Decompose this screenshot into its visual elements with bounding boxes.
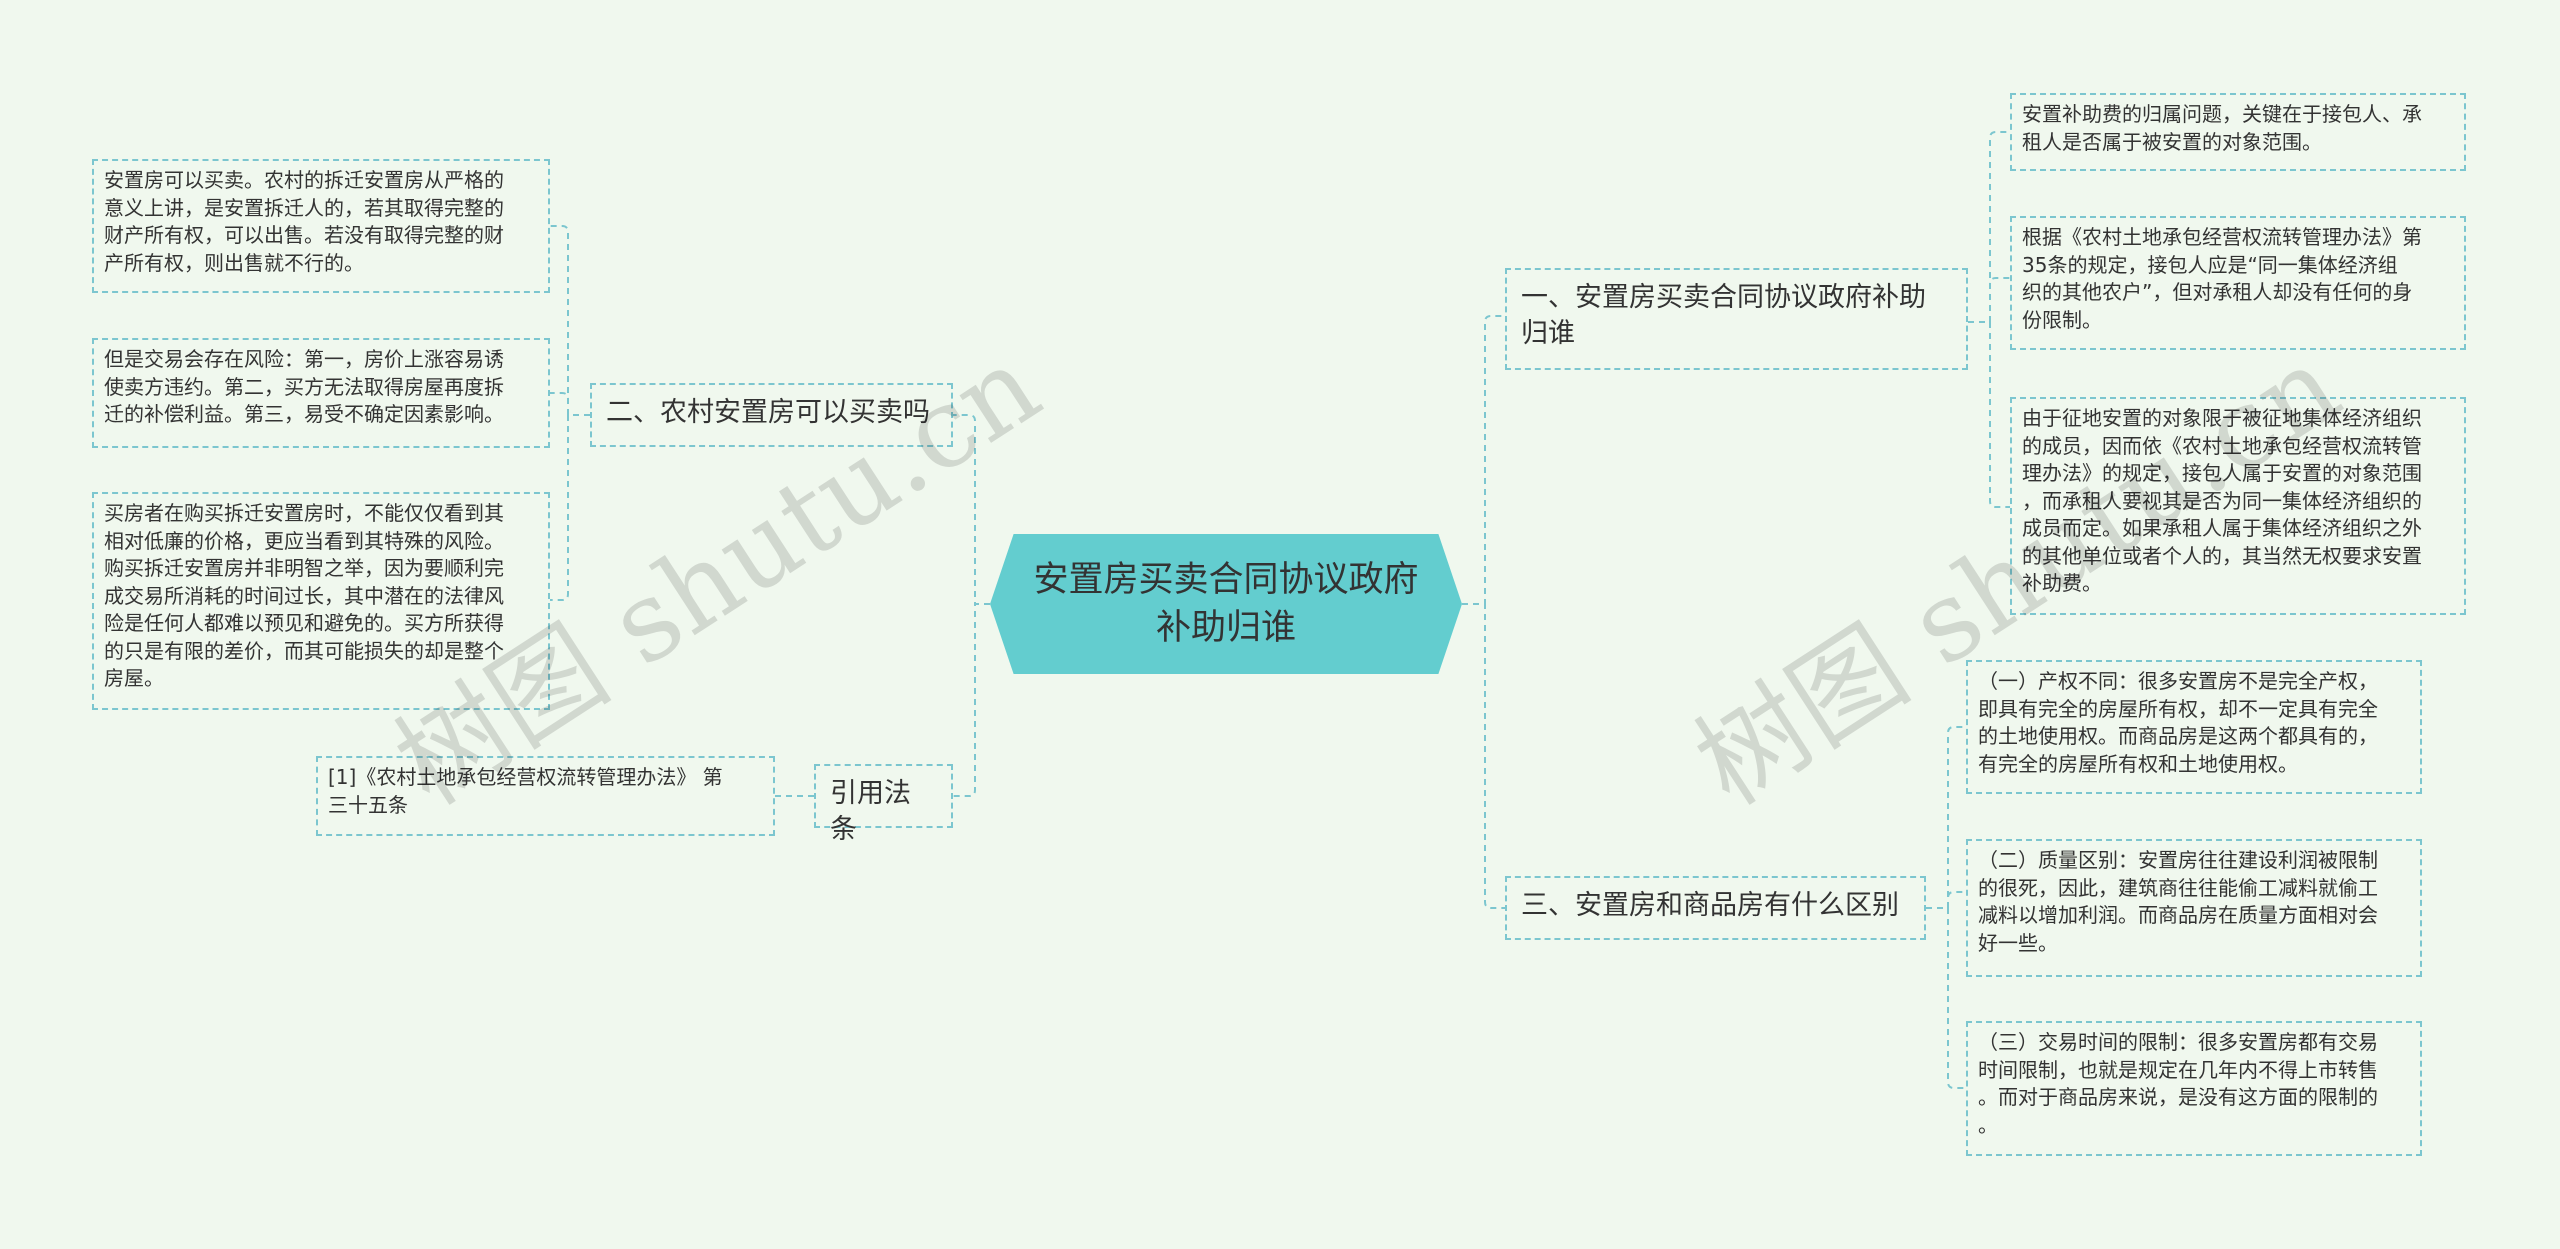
- link-b2-l1: [550, 225, 590, 416]
- link-root-b3: [1462, 603, 1505, 909]
- link-root-b1: [1462, 315, 1505, 605]
- branch-cited-law[interactable]: 引用法条: [814, 764, 953, 845]
- link-root-b4: [953, 603, 990, 797]
- leaf-property-rights[interactable]: （一）产权不同：很多安置房不是完全产权， 即具有完全的房屋所有权，却不一定具有完…: [1966, 660, 2422, 794]
- link-b1-l2: [1968, 277, 2010, 323]
- branch-subsidy-ownership[interactable]: 一、安置房买卖合同协议政府补助 归谁: [1505, 268, 1968, 370]
- branch-housing-differences[interactable]: 三、安置房和商品房有什么区别: [1505, 876, 1926, 940]
- leaf-subsidy-scope[interactable]: 安置补助费的归属问题，关键在于接包人、承 租人是否属于被安置的对象范围。: [2010, 93, 2466, 171]
- leaf-buyer-warning[interactable]: 买房者在购买拆迁安置房时，不能仅仅看到其 相对低廉的价格，更应当看到其特殊的风险…: [92, 492, 550, 710]
- leaf-quality-difference[interactable]: （二）质量区别：安置房往往建设利润被限制 的很死，因此，建筑商往往能偷工减料就偷…: [1966, 839, 2422, 977]
- link-b1-l1: [1968, 131, 2010, 323]
- leaf-cited-regulation[interactable]: [1]《农村土地承包经营权流转管理办法》 第 三十五条: [316, 756, 775, 836]
- link-b3-l2: [1926, 891, 1966, 909]
- link-b3-l1: [1926, 726, 1966, 909]
- leaf-transaction-risks[interactable]: 但是交易会存在风险：第一，房价上涨容易诱 使卖方违约。第二，买方无法取得房屋再度…: [92, 338, 550, 448]
- branch-rural-resale[interactable]: 二、农村安置房可以买卖吗: [590, 383, 953, 447]
- link-root-b2: [953, 414, 990, 605]
- link-b3-l3: [1926, 907, 1966, 1089]
- link-b1-l3: [1968, 321, 2010, 508]
- leaf-expropriation-scope[interactable]: 由于征地安置的对象限于被征地集体经济组织 的成员，因而依《农村土地承包经营权流转…: [2010, 397, 2466, 615]
- leaf-regulation-article-35[interactable]: 根据《农村土地承包经营权流转管理办法》第 35条的规定，接包人应是“同一集体经济…: [2010, 216, 2466, 350]
- link-b2-l3: [550, 414, 590, 601]
- leaf-resale-allowed[interactable]: 安置房可以买卖。农村的拆迁安置房从严格的 意义上讲，是安置拆迁人的，若其取得完整…: [92, 159, 550, 293]
- link-b2-l2: [550, 392, 590, 416]
- leaf-transaction-time[interactable]: （三）交易时间的限制：很多安置房都有交易 时间限制，也就是规定在几年内不得上市转…: [1966, 1021, 2422, 1156]
- root-topic[interactable]: 安置房买卖合同协议政府 补助归谁: [990, 534, 1462, 674]
